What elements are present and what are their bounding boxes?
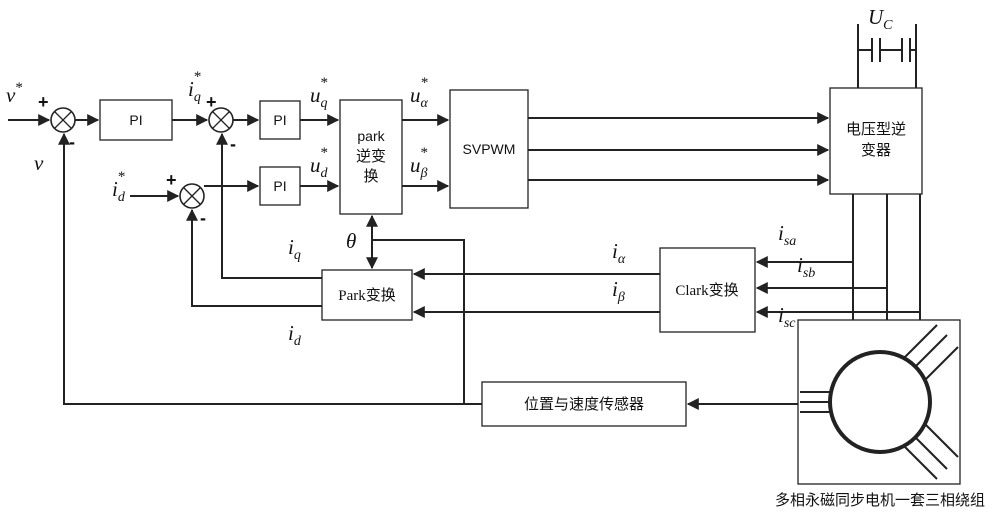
iq-plus-sign: + — [206, 92, 217, 112]
ibeta-label: iβ — [612, 277, 625, 305]
v-ref-label: v* — [6, 80, 23, 107]
clark-to-park-wires — [412, 268, 660, 318]
park-block: Park变换 — [321, 269, 413, 321]
park-label: Park变换 — [338, 287, 396, 304]
id-feedback-label: id — [288, 321, 302, 349]
clark-label: Clark变换 — [675, 282, 738, 299]
phase-wires — [755, 194, 921, 320]
sensor-label: 位置与速度传感器 — [524, 396, 644, 413]
speed-minus-sign: - — [69, 132, 75, 152]
ubeta-ref-label: uβ* — [410, 145, 428, 181]
inverter-label-1: 电压型逆 — [846, 121, 906, 138]
ialpha-label: iα — [612, 239, 626, 267]
pi-iq-block: PI — [259, 100, 301, 140]
id-plus-sign: + — [166, 170, 177, 190]
ualpha-ref-label: uα* — [410, 75, 429, 111]
iq-minus-sign: - — [230, 134, 236, 154]
v-feedback-label: v — [34, 151, 44, 175]
speed-feedback-wires — [58, 132, 798, 410]
pi-iq-label: PI — [273, 112, 286, 128]
inverse-park-block: park 逆变 换 — [339, 99, 403, 215]
motor-caption: 多相永磁同步电机一套三相绕组 — [775, 492, 985, 509]
id-minus-sign: - — [200, 208, 206, 228]
svpwm-block: SVPWM — [449, 89, 529, 209]
iq-ref-label: iq* — [188, 69, 201, 105]
uq-ref-label: uq* — [310, 75, 328, 111]
isa-label: isa — [778, 221, 796, 249]
iq-feedback-label: iq — [288, 235, 301, 263]
dc-link-capacitors — [857, 24, 917, 88]
sensor-block: 位置与速度传感器 — [481, 381, 687, 427]
clark-block: Clark变换 — [659, 247, 756, 333]
speed-summing-junction — [50, 107, 76, 133]
uc-label: UC — [868, 5, 893, 33]
ud-ref-label: ud* — [310, 145, 329, 181]
motor-symbol — [800, 324, 959, 480]
id-ref-label: id* — [112, 169, 126, 205]
pi-speed-label: PI — [129, 112, 142, 128]
isc-label: isc — [778, 303, 796, 331]
inverter-block: 电压型逆 变器 — [829, 87, 923, 195]
current-feedback-wires — [186, 132, 322, 307]
theta-wires — [366, 214, 465, 404]
iq-summing-junction — [208, 107, 234, 133]
id-summing-junction — [179, 183, 205, 209]
pi-id-block: PI — [259, 166, 301, 206]
inverse-park-label-3: 换 — [363, 168, 378, 185]
theta-label: θ — [346, 229, 356, 253]
inverse-park-label-1: park — [357, 128, 385, 144]
pi-id-label: PI — [273, 178, 286, 194]
pi-speed-block: PI — [99, 99, 173, 141]
inverse-park-label-2: 逆变 — [356, 148, 386, 165]
inverter-label-2: 变器 — [861, 142, 891, 159]
forward-wires — [8, 112, 830, 202]
svpwm-label: SVPWM — [463, 141, 516, 157]
speed-plus-sign: + — [38, 92, 49, 112]
isb-label: isb — [797, 253, 815, 281]
